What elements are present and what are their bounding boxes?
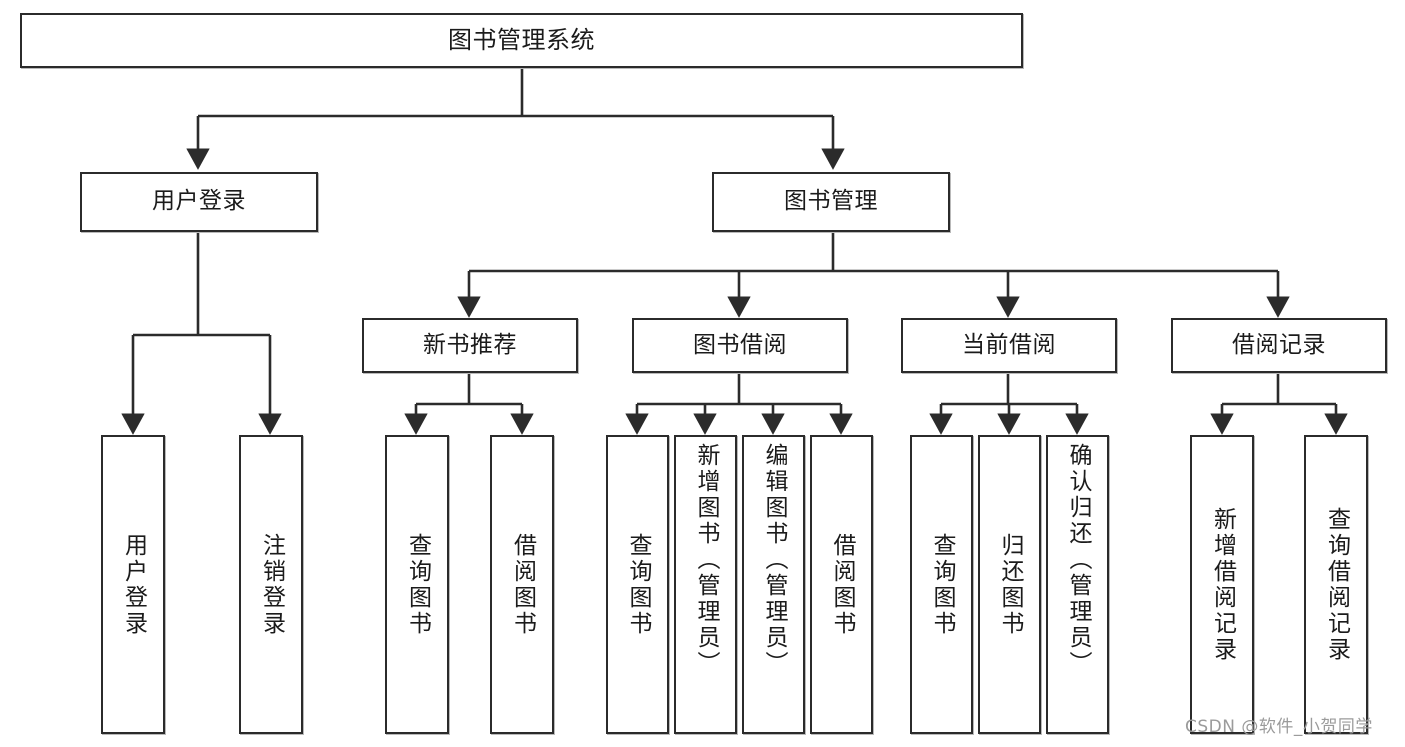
leaf-borrow-record-add[interactable]: 新增借阅记录 (1190, 435, 1254, 734)
node-root[interactable]: 图书管理系统 (20, 13, 1023, 68)
leaf-user-login-logout[interactable]: 注销登录 (239, 435, 303, 734)
leaf-user-login-login[interactable]: 用户登录 (101, 435, 165, 734)
leaf-current-borrow-return[interactable]: 归还图书 (978, 435, 1041, 734)
node-new-book-recommend-label: 新书推荐 (423, 331, 517, 358)
node-book-borrow[interactable]: 图书借阅 (632, 318, 848, 373)
leaf-current-borrow-query[interactable]: 查询图书 (910, 435, 973, 734)
leaf-book-borrow-query-label: 查询图书 (625, 532, 651, 637)
leaf-user-login-login-label: 用户登录 (120, 532, 147, 637)
node-book-management[interactable]: 图书管理 (712, 172, 950, 232)
leaf-new-book-borrow[interactable]: 借阅图书 (490, 435, 554, 734)
leaf-new-book-query-label: 查询图书 (404, 532, 431, 637)
leaf-borrow-record-add-label: 新增借阅记录 (1209, 506, 1236, 663)
node-root-label: 图书管理系统 (448, 26, 595, 55)
node-current-borrow-label: 当前借阅 (962, 331, 1056, 358)
node-new-book-recommend[interactable]: 新书推荐 (362, 318, 578, 373)
leaf-new-book-borrow-label: 借阅图书 (509, 532, 536, 637)
node-borrow-record-label: 借阅记录 (1232, 331, 1326, 358)
leaf-book-borrow-borrow-label: 借阅图书 (829, 532, 855, 637)
node-borrow-record[interactable]: 借阅记录 (1171, 318, 1387, 373)
node-user-login-label: 用户登录 (152, 188, 246, 215)
node-book-borrow-label: 图书借阅 (693, 331, 787, 358)
leaf-borrow-record-query[interactable]: 查询借阅记录 (1304, 435, 1368, 734)
leaf-book-borrow-add[interactable]: 新增图书（管理员） (674, 435, 737, 734)
leaf-borrow-record-query-label: 查询借阅记录 (1323, 506, 1350, 663)
leaf-current-borrow-query-label: 查询图书 (929, 532, 955, 637)
leaf-book-borrow-query[interactable]: 查询图书 (606, 435, 669, 734)
leaf-book-borrow-edit-label: 编辑图书（管理员） (761, 443, 787, 677)
leaf-user-login-logout-label: 注销登录 (258, 532, 285, 637)
leaf-book-borrow-edit[interactable]: 编辑图书（管理员） (742, 435, 805, 734)
leaf-current-borrow-return-label: 归还图书 (997, 532, 1023, 637)
node-current-borrow[interactable]: 当前借阅 (901, 318, 1117, 373)
leaf-book-borrow-add-label: 新增图书（管理员） (693, 443, 719, 677)
csdn-watermark: CSDN @软件_小贺同学 (1185, 717, 1373, 737)
node-user-login[interactable]: 用户登录 (80, 172, 318, 232)
leaf-book-borrow-borrow[interactable]: 借阅图书 (810, 435, 873, 734)
node-book-management-label: 图书管理 (784, 188, 878, 215)
leaf-current-borrow-confirm[interactable]: 确认归还（管理员） (1046, 435, 1109, 734)
leaf-current-borrow-confirm-label: 确认归还（管理员） (1065, 443, 1091, 677)
leaf-new-book-query[interactable]: 查询图书 (385, 435, 449, 734)
